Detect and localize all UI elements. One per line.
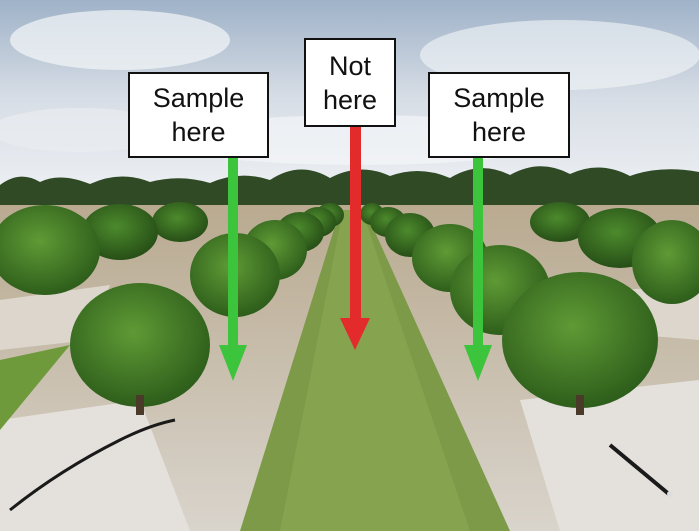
tree-row-far-right xyxy=(530,202,699,304)
tree-row-left xyxy=(70,203,344,415)
label-sample-left: Sample here xyxy=(128,72,269,158)
arrow-left-sample xyxy=(219,158,247,381)
tree-row-far-left xyxy=(0,202,208,295)
label-not-here: Not here xyxy=(304,38,396,127)
label-sample-right: Sample here xyxy=(428,72,570,158)
irrigation-hose-right xyxy=(608,443,672,497)
arrow-right-sample xyxy=(464,158,492,381)
irrigation-hose-left xyxy=(9,418,176,512)
arrow-middle-not xyxy=(340,127,370,350)
